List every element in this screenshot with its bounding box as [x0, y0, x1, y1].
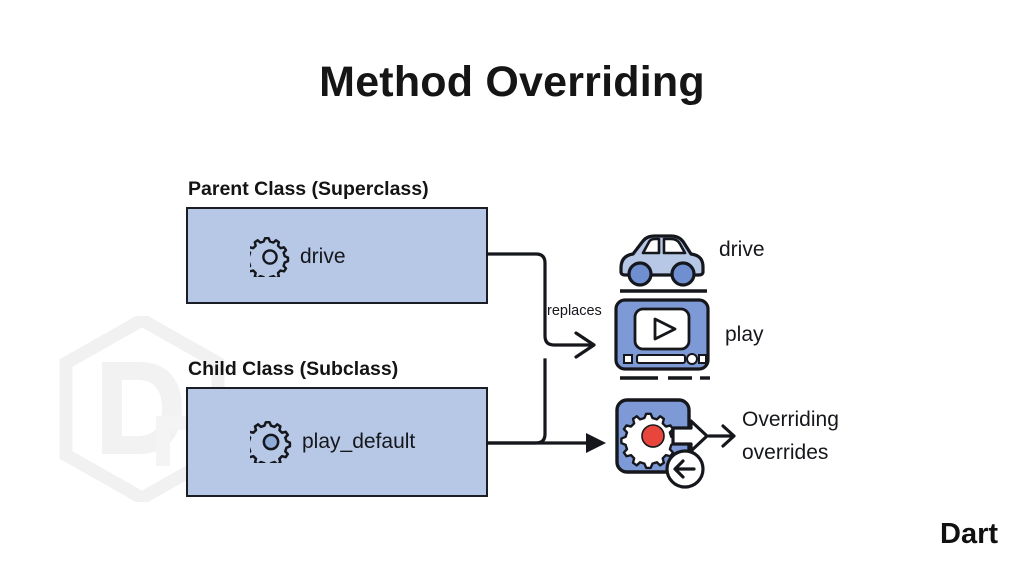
parent-member-label: drive [300, 245, 346, 268]
result-row-override [613, 396, 738, 491]
arrow-right-icon [671, 419, 709, 453]
brand-wordmark: Dart [940, 518, 999, 550]
child-member-row: play_default [250, 421, 415, 463]
parent-class-box: drive [186, 207, 488, 304]
car-icon [619, 234, 705, 287]
result-label-play: play [725, 322, 764, 346]
result-row-drive: drive [613, 228, 765, 290]
override-label-line-1: Overriding [742, 408, 839, 431]
gear-override-icon [615, 398, 736, 489]
parent-member-row: drive [250, 237, 346, 277]
child-member-label: play_default [302, 430, 416, 453]
gear-filled-icon [250, 421, 292, 463]
result-row-play: play [613, 297, 764, 372]
video-player-icon [614, 298, 710, 371]
gear-icon [250, 237, 290, 277]
page-title: Method Overriding [319, 58, 705, 106]
result-label-drive: drive [719, 238, 765, 261]
override-label-line-2: overrides [742, 441, 829, 464]
child-class-box: play_default [186, 387, 488, 497]
child-class-caption: Child Class (Subclass) [188, 358, 399, 380]
connector-label: replaces [547, 303, 602, 319]
result-label-override: Overriding overrides [742, 403, 839, 469]
parent-class-caption: Parent Class (Superclass) [188, 178, 429, 200]
arrow-left-circle-icon [665, 449, 705, 489]
